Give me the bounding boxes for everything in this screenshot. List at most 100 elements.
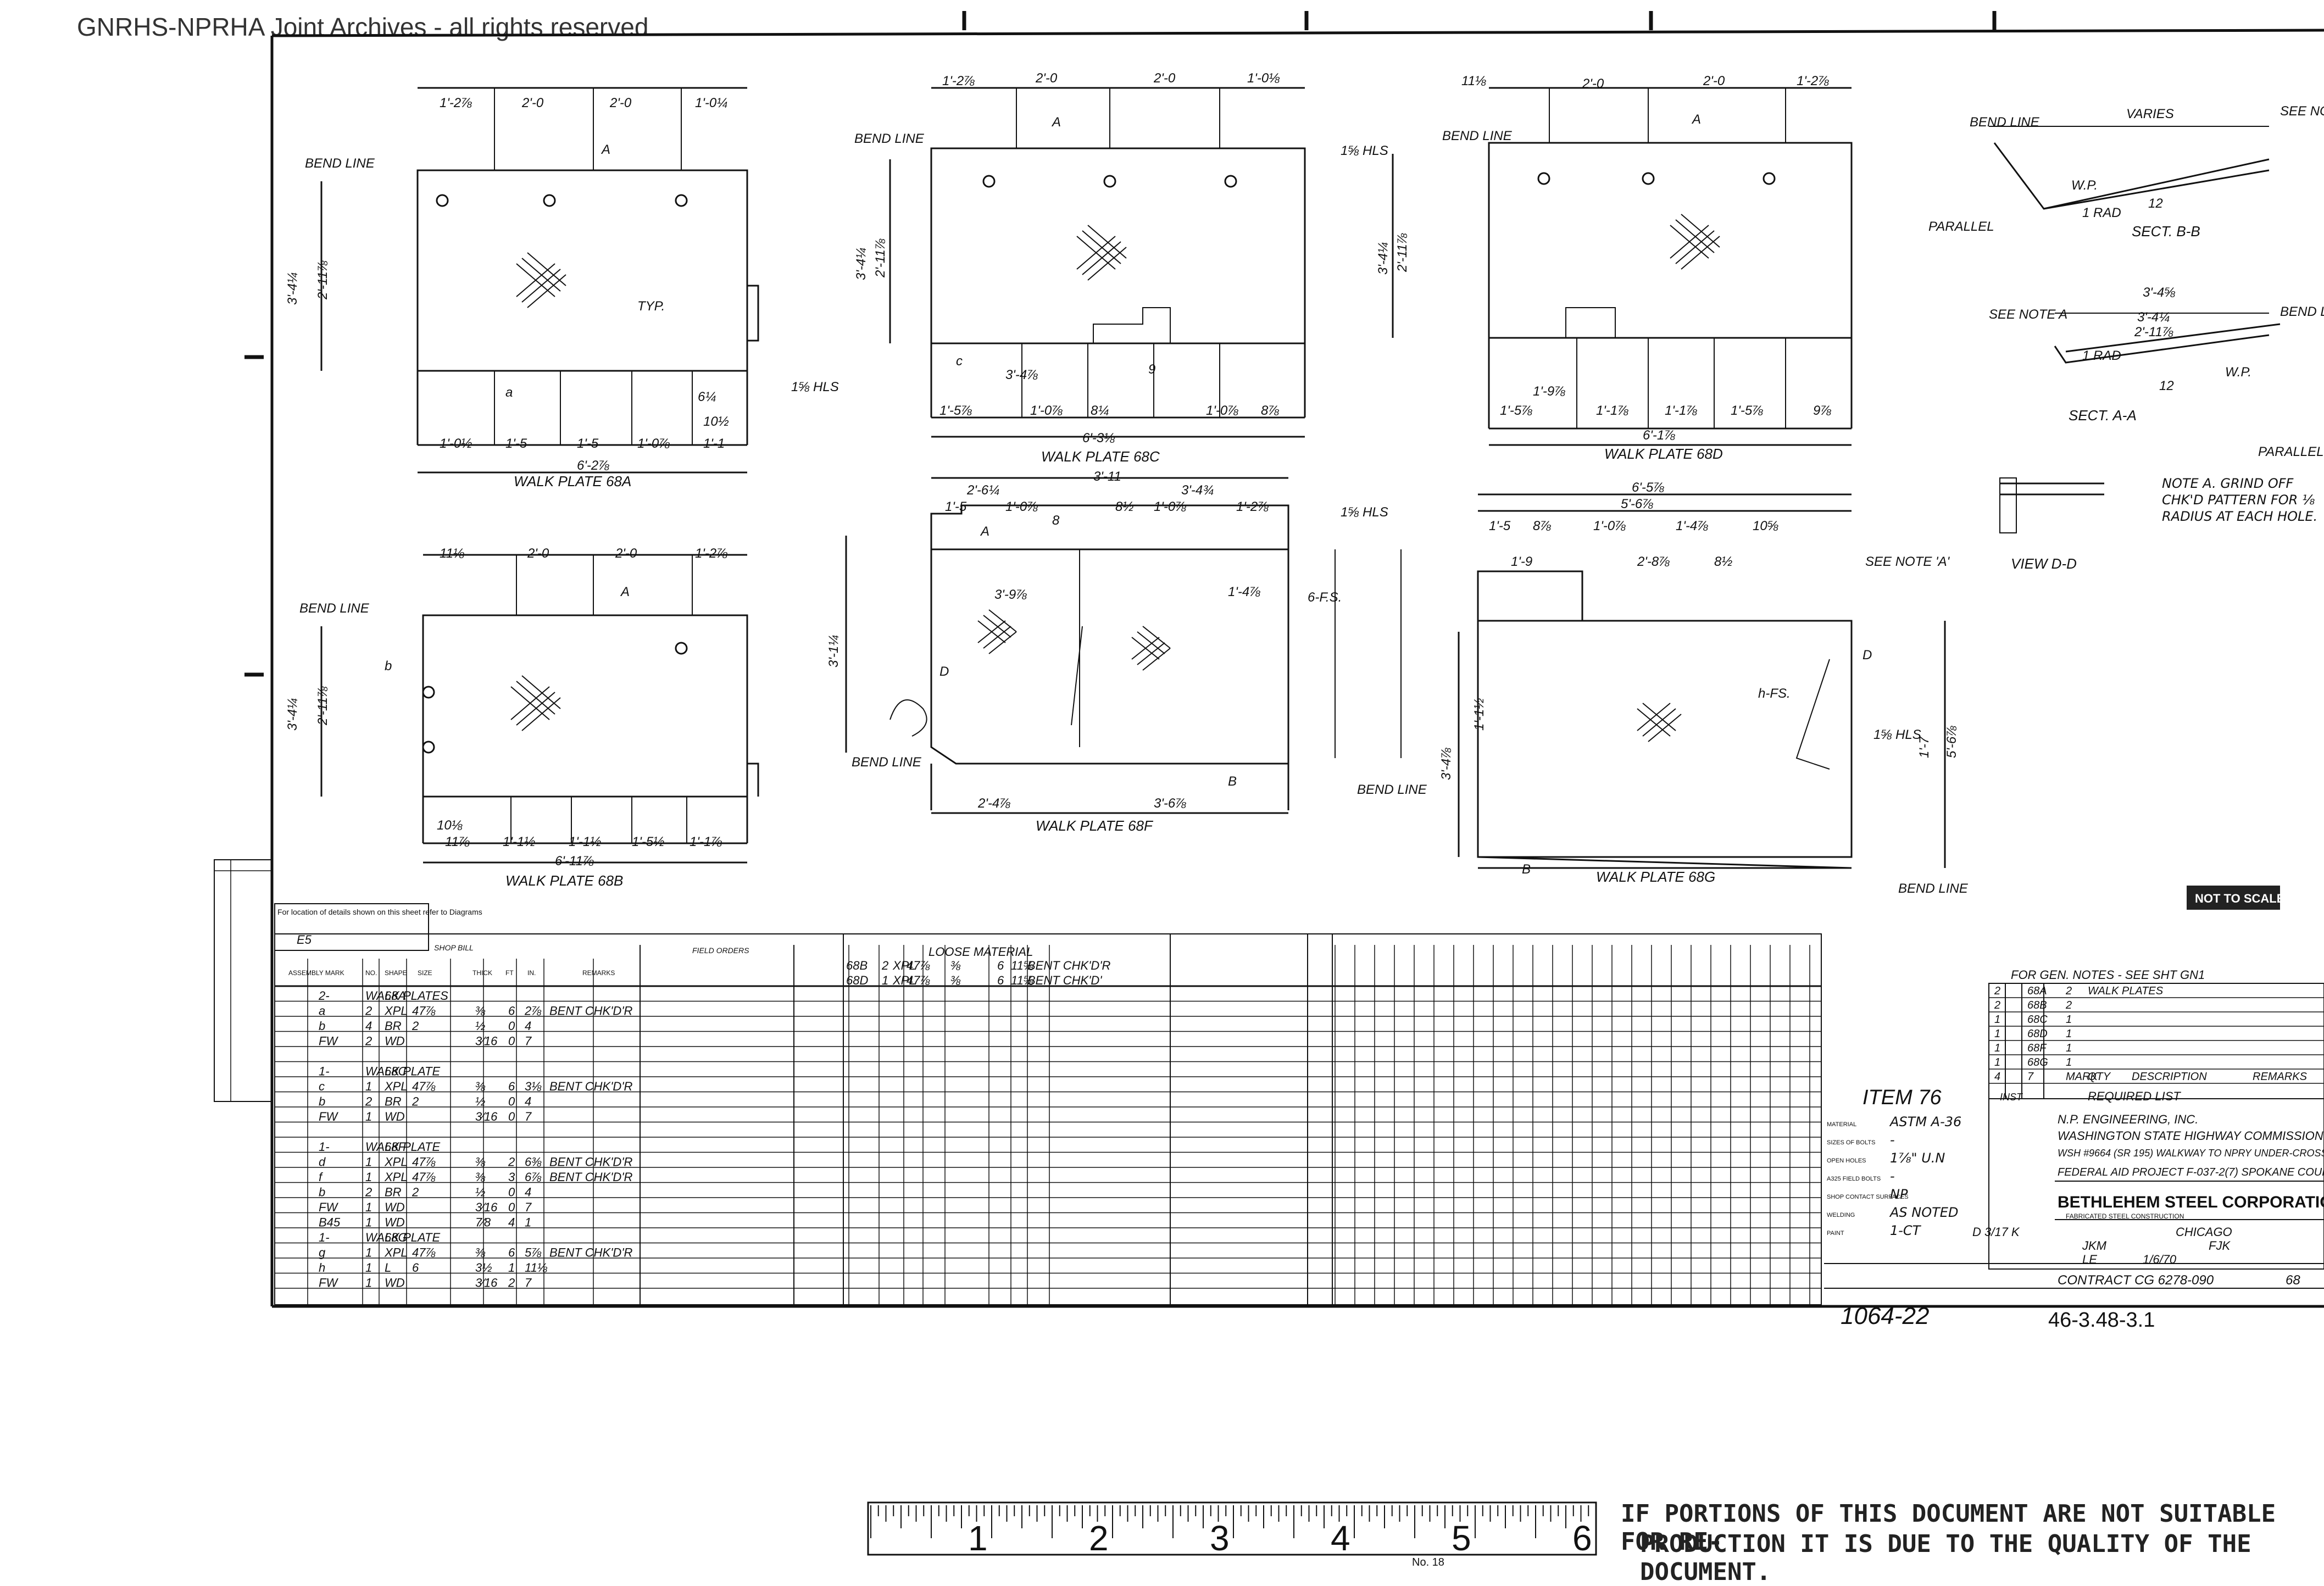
required-cell: 68A bbox=[2027, 985, 2047, 997]
checked-by: LE bbox=[2082, 1253, 2097, 1266]
view-dd-title: VIEW D-D bbox=[2011, 555, 2077, 572]
dim-68a-10: 1'-1 bbox=[703, 436, 725, 451]
item-field-label: PAINT bbox=[1827, 1230, 1844, 1237]
bill-cell: 4 bbox=[508, 1216, 515, 1229]
dim-68d-10: 1'-5⅞ bbox=[1731, 403, 1763, 418]
item-field-value: - bbox=[1890, 1132, 1895, 1148]
bill-cell: 1 bbox=[365, 1276, 372, 1290]
bill-cell: 2 bbox=[508, 1155, 515, 1169]
dim-68a-4: 3'-4¼ bbox=[285, 272, 300, 305]
sect-bb-parallel: PARALLEL bbox=[1928, 219, 1994, 234]
dim-68g-4: 1'-0⅞ bbox=[1593, 519, 1626, 533]
dim-68c-12: 8⅞ bbox=[1261, 403, 1279, 418]
bill-cell: BR bbox=[385, 1019, 402, 1033]
bill-cell: 1 bbox=[365, 1155, 372, 1169]
bill-cell: BENT CHK'D'R bbox=[549, 1170, 633, 1184]
view-68d bbox=[1392, 87, 1853, 446]
bill-cell: WALK PLATE bbox=[365, 1065, 440, 1078]
bill-cell: 0 bbox=[508, 1019, 515, 1033]
required-list-title: REQUIRED LIST bbox=[2088, 1089, 2181, 1103]
bill-cell: 3½ bbox=[475, 1261, 492, 1275]
dim-68c-0: 1'-2⅞ bbox=[942, 74, 975, 88]
loose-cell: XPL bbox=[892, 959, 916, 972]
item-field-label: OPEN HOLES bbox=[1827, 1157, 1866, 1164]
bill-cell: 4 bbox=[525, 1186, 531, 1199]
loose-cell: 6 bbox=[997, 973, 1004, 987]
bill-cell: WD bbox=[385, 1034, 405, 1048]
ruler-mark-5: 5 bbox=[1452, 1518, 1471, 1558]
dim-68a-5: 2'-11⅞ bbox=[315, 260, 330, 300]
view-68a bbox=[320, 87, 759, 474]
bill-notice: For location of details shown on this sh… bbox=[277, 908, 482, 916]
dim-68c-10: 9 bbox=[1148, 362, 1155, 377]
sect-aa-12: 12 bbox=[2159, 379, 2174, 393]
note-68a-hls: 1⅝ HLS bbox=[791, 380, 839, 394]
loose-cell: ⅜ bbox=[950, 973, 961, 987]
bill-cell: 1 bbox=[525, 1216, 531, 1229]
item-field-value: 1⅞" U.N bbox=[1890, 1150, 1945, 1166]
bill-cell: 0 bbox=[508, 1186, 515, 1199]
in-charge: FJK bbox=[2209, 1239, 2231, 1253]
required-cell: 7 bbox=[2027, 1071, 2034, 1083]
col-remarks: REMARKS bbox=[582, 969, 615, 977]
required-cell: 2 bbox=[1994, 999, 2000, 1011]
col-no: NO. bbox=[365, 969, 377, 977]
bill-cell: 68A bbox=[385, 989, 406, 1003]
required-cell: 2 bbox=[2065, 985, 2072, 997]
bill-cell: 7 bbox=[525, 1276, 532, 1290]
dim-68a-8: 1'-5 bbox=[577, 436, 599, 451]
bill-cell: XPL bbox=[384, 1155, 408, 1169]
bill-cell: 6 bbox=[508, 1246, 515, 1260]
bill-cell: 1 bbox=[365, 1261, 372, 1275]
bill-cell: 7 bbox=[525, 1200, 532, 1214]
sect-bb-title: SECT. B-B bbox=[2132, 223, 2200, 240]
dim-68g-13: 5'-6⅞ bbox=[1944, 726, 1959, 758]
bill-cell: 2 bbox=[412, 1019, 419, 1033]
not-to-scale-stamp: NOT TO SCALE bbox=[2187, 886, 2284, 910]
dim-68f-7: 1'-0⅞ bbox=[1154, 499, 1186, 514]
bill-cell: 3⁄16 bbox=[475, 1110, 498, 1123]
bill-cell: 4 bbox=[525, 1019, 531, 1033]
revision: D 3/17 K bbox=[1972, 1225, 2020, 1239]
bill-cell: c bbox=[319, 1079, 325, 1093]
dim-68b-7: 11⅞ bbox=[445, 834, 470, 849]
item-field-label: SHOP CONTACT SURFACES bbox=[1827, 1194, 1909, 1200]
col-in: IN. bbox=[527, 969, 536, 977]
ruler-mark-2: 2 bbox=[1089, 1518, 1109, 1558]
bill-cell: 0 bbox=[508, 1034, 515, 1048]
note-68g-see: SEE NOTE 'A' bbox=[1865, 554, 1950, 569]
item-field-value: NP bbox=[1890, 1187, 1908, 1202]
required-cell: 68F bbox=[2027, 1042, 2047, 1054]
dim-68b-3: 1'-2⅞ bbox=[695, 546, 727, 561]
dim-68g-2: 1'-5 bbox=[1489, 519, 1511, 533]
required-cell: 1 bbox=[1994, 1028, 2000, 1040]
dim-68b-6: 10⅛ bbox=[437, 818, 463, 833]
dim-68c-1: 2'-0 bbox=[1035, 71, 1058, 86]
dim-68f-4: 1'-0⅞ bbox=[1005, 499, 1038, 514]
bill-cell: 11⅛ bbox=[525, 1261, 548, 1275]
bill-field-heading: FIELD ORDERS bbox=[692, 946, 749, 955]
title-68g: WALK PLATE 68G bbox=[1596, 869, 1715, 885]
bill-cell: ⅜ bbox=[475, 1079, 486, 1093]
dim-68c-4: 3'-4¼ bbox=[854, 248, 869, 280]
bill-cell: 6⅞ bbox=[525, 1170, 542, 1184]
bill-grid bbox=[214, 859, 1822, 1307]
sect-aa-parallel: PARALLEL bbox=[2258, 444, 2324, 459]
bill-cell: ½ bbox=[475, 1186, 485, 1199]
col-size: SIZE bbox=[418, 969, 432, 977]
bill-cell: 1- bbox=[319, 1065, 330, 1078]
dim-68a-0: 1'-2⅞ bbox=[440, 96, 472, 110]
note-68f-b: B bbox=[1228, 774, 1237, 789]
dim-68f-9: 3'-9⅞ bbox=[994, 587, 1027, 602]
bill-cell: WD bbox=[385, 1200, 405, 1214]
note-68c-bend: BEND LINE bbox=[854, 131, 925, 146]
note-68f-fs: 6-F.S. bbox=[1308, 590, 1342, 605]
drawing-number: 46-3.48-3.1 bbox=[2048, 1309, 2155, 1332]
bill-cell: 2 bbox=[365, 1034, 372, 1048]
required-cell: 1 bbox=[2066, 1056, 2072, 1069]
bill-cell: FW bbox=[319, 1200, 338, 1214]
note-68f-bend2: BEND LINE bbox=[1357, 782, 1427, 797]
item-field-value: AS NOTED bbox=[1889, 1205, 1958, 1220]
bill-cell: 47⅞ bbox=[412, 1155, 436, 1169]
item-field-label: WELDING bbox=[1827, 1212, 1855, 1218]
